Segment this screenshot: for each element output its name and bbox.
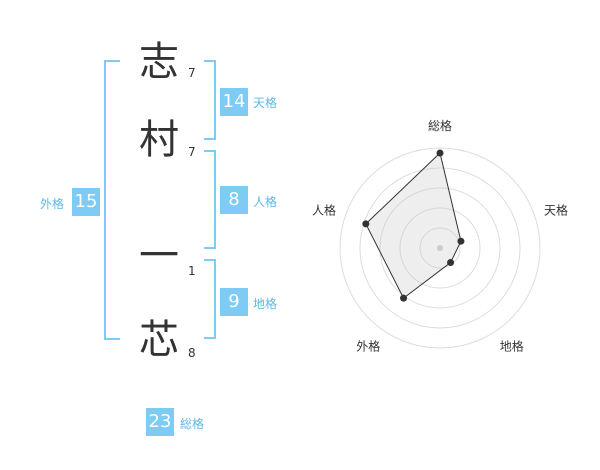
- radar-axis-label-3: 外格: [356, 339, 380, 354]
- radar-point-1: [457, 237, 465, 245]
- radar-ring: [339, 147, 541, 349]
- chikaku-label: 地格: [253, 297, 278, 311]
- stroke-count-2: 7: [188, 145, 196, 159]
- gaikaku-label: 外格: [40, 197, 65, 211]
- tenkaku-value: 14: [220, 88, 248, 116]
- radar-axis-label-0: 総格: [428, 118, 452, 133]
- radar-axis-label-1: 天格: [544, 202, 568, 217]
- jinkaku-bracket: [204, 150, 216, 249]
- radar-axis-label-2: 地格: [500, 339, 524, 354]
- gaikaku-bracket: [104, 60, 120, 340]
- soukaku-label: 総格: [180, 417, 205, 431]
- radar-point-3: [400, 294, 408, 302]
- name-char-2: 村: [139, 117, 179, 163]
- chikaku-value: 9: [220, 288, 248, 316]
- jinkaku-label: 人格: [253, 195, 278, 209]
- tenkaku-label: 天格: [253, 96, 278, 110]
- radar-ring: [419, 227, 461, 269]
- tenkaku-bracket: [204, 60, 216, 140]
- name-char-3: 一: [139, 233, 179, 279]
- radar-ring: [379, 187, 501, 309]
- chikaku-bracket: [204, 259, 216, 339]
- radar-ring: [359, 167, 521, 329]
- radar-point-0: [436, 149, 444, 157]
- stroke-count-3: 1: [188, 264, 196, 278]
- soukaku-value: 23: [146, 408, 174, 436]
- name-char-4: 芯: [139, 317, 179, 363]
- radar-center: [437, 245, 443, 251]
- jinkaku-value: 8: [220, 186, 248, 214]
- gaikaku-value: 15: [72, 188, 100, 216]
- radar-point-4: [362, 220, 370, 228]
- radar-point-2: [447, 259, 455, 267]
- radar-axis-label-4: 人格: [312, 202, 336, 217]
- stroke-count-1: 7: [188, 66, 196, 80]
- radar-polygon: [365, 152, 462, 299]
- name-char-1: 志: [139, 39, 179, 85]
- stroke-count-4: 8: [188, 346, 196, 360]
- radar-ring: [399, 207, 481, 289]
